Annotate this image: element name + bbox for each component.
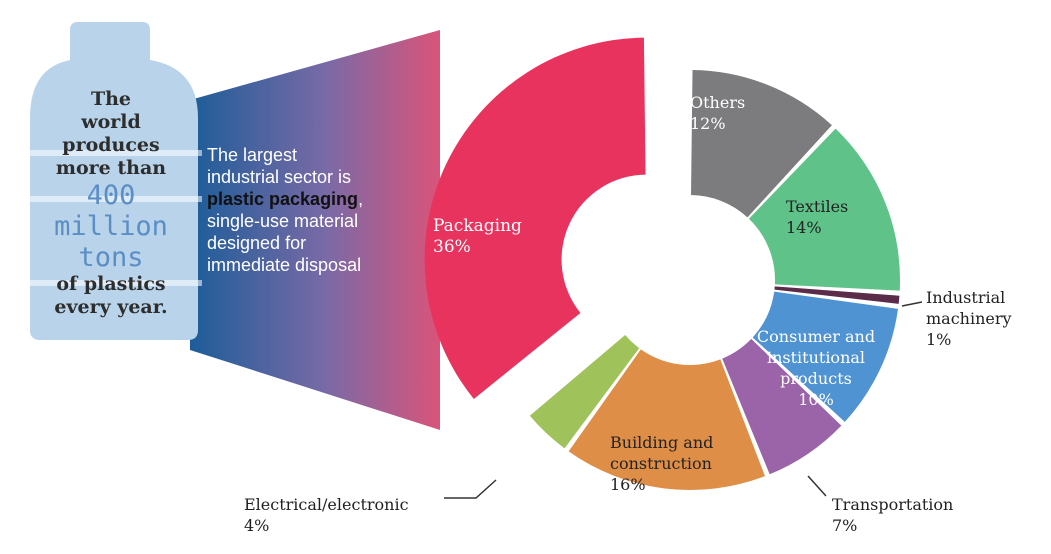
slice-textiles <box>748 128 900 291</box>
slice-consumer-and-institutional-products <box>752 291 899 422</box>
label-electrical-pct: 4% <box>244 516 270 535</box>
label-building-line-1: Building and <box>610 433 714 452</box>
label-consumer: Consumer and institutional products 10% <box>746 326 886 410</box>
label-transportation-name: Transportation <box>832 495 954 514</box>
packaging-callout: The largest industrial sector is plastic… <box>207 144 397 276</box>
label-industrial-line-1: Industrial <box>926 288 1006 307</box>
bottle-big-number: 400 <box>86 180 136 211</box>
bottle-line-6: every year. <box>54 296 168 318</box>
label-industrial-machinery: Industrial machinery 1% <box>926 287 1012 350</box>
label-others: Others 12% <box>690 92 745 134</box>
leader-transportation <box>807 475 827 497</box>
label-packaging-name: Packaging <box>433 216 522 236</box>
slice-building-and-construction <box>568 349 765 490</box>
slice-packaging <box>424 37 646 400</box>
label-packaging: Packaging 36% <box>433 216 522 258</box>
bottle-shape <box>30 22 198 340</box>
label-packaging-pct: 36% <box>433 237 471 257</box>
label-textiles-pct: 14% <box>786 218 822 237</box>
callout-line-4: designed for <box>207 233 307 253</box>
slice-industrial-machinery <box>774 286 900 304</box>
label-consumer-line-2: institutional <box>766 348 866 367</box>
leader-electrical <box>444 479 497 499</box>
bottle-line-2: world <box>81 111 141 133</box>
label-building-pct: 16% <box>610 475 646 494</box>
label-others-name: Others <box>690 93 746 112</box>
bottle-ridge <box>26 280 202 286</box>
slice-others <box>691 70 832 218</box>
slice-electrical-electronic <box>529 334 640 449</box>
label-others-pct: 12% <box>690 114 726 133</box>
label-textiles-name: Textiles <box>786 197 849 216</box>
label-consumer-line-3: products <box>780 369 852 388</box>
callout-bold-line: plastic packaging, <box>207 188 397 210</box>
callout-fan <box>190 30 440 430</box>
callout-line-1: The largest <box>207 145 298 165</box>
callout-comma: , <box>358 189 364 209</box>
label-industrial-pct: 1% <box>926 330 952 349</box>
label-transportation: Transportation 7% <box>832 494 953 536</box>
bottle-ridge <box>26 196 202 202</box>
label-industrial-line-2: machinery <box>926 309 1012 328</box>
callout-bold: plastic packaging <box>207 189 359 209</box>
leader-industrial <box>901 301 923 307</box>
label-building-line-2: construction <box>610 454 712 473</box>
bottle-line-4: more than <box>55 157 167 179</box>
label-transportation-pct: 7% <box>832 516 858 535</box>
label-electrical-name: Electrical/electronic <box>244 495 409 514</box>
bottle-line-3: produces <box>62 134 160 156</box>
bottle-line-1: The <box>90 88 132 110</box>
label-electrical: Electrical/electronic 4% <box>244 494 409 536</box>
callout-line-3: single-use material <box>207 211 359 231</box>
bottle-caption: The world produces more than 400 million… <box>22 88 200 319</box>
slice-transportation <box>722 338 842 475</box>
label-consumer-line-1: Consumer and <box>756 327 876 346</box>
label-building: Building and construction 16% <box>610 432 713 495</box>
bottle-ridge <box>26 150 202 156</box>
callout-line-2: industrial sector is <box>207 167 352 187</box>
bottle-line-5: of plastics <box>56 273 166 295</box>
bottle-big-unit-2: tons <box>78 242 144 273</box>
label-textiles: Textiles 14% <box>786 196 848 238</box>
callout-line-5: immediate disposal <box>207 255 362 275</box>
label-consumer-pct: 10% <box>798 390 834 409</box>
bottle-big-unit-1: million <box>54 211 168 242</box>
